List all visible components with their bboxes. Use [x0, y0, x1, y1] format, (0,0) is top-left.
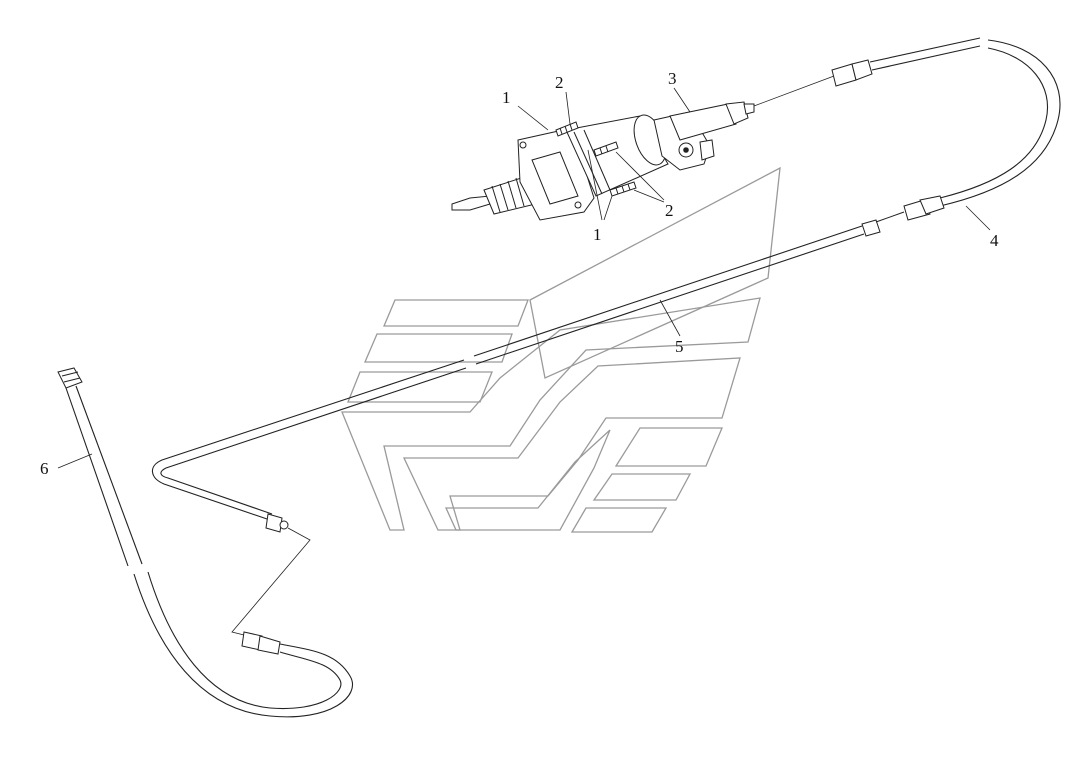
label-screw: 2 — [555, 73, 564, 92]
connection-line-bottom — [231, 527, 311, 637]
callout-labels: 1 2 3 2 1 4 5 6 — [40, 69, 999, 478]
label-bolt-lower: 1 — [593, 225, 602, 244]
brand-logo-watermark — [341, 166, 781, 533]
label-bolt: 1 — [502, 88, 511, 107]
label-hose-long: 6 — [40, 459, 49, 478]
label-hose: 4 — [990, 231, 999, 250]
hose-6 — [57, 367, 353, 718]
label-tube: 5 — [675, 337, 684, 356]
clutch-booster — [451, 101, 755, 221]
tube-5-fitting-bottom — [265, 513, 283, 533]
tube-5 — [151, 211, 905, 533]
connection-line-top — [753, 75, 835, 107]
fasteners — [555, 121, 637, 197]
leader-lines — [57, 87, 991, 469]
bolt-right-1 — [593, 141, 619, 157]
hose-4 — [831, 37, 1061, 221]
label-screw-right: 2 — [665, 201, 674, 220]
push-rod — [451, 195, 491, 211]
air-cylinder — [669, 103, 737, 141]
label-booster: 3 — [668, 69, 677, 88]
tube-5-fitting-top — [861, 219, 881, 237]
